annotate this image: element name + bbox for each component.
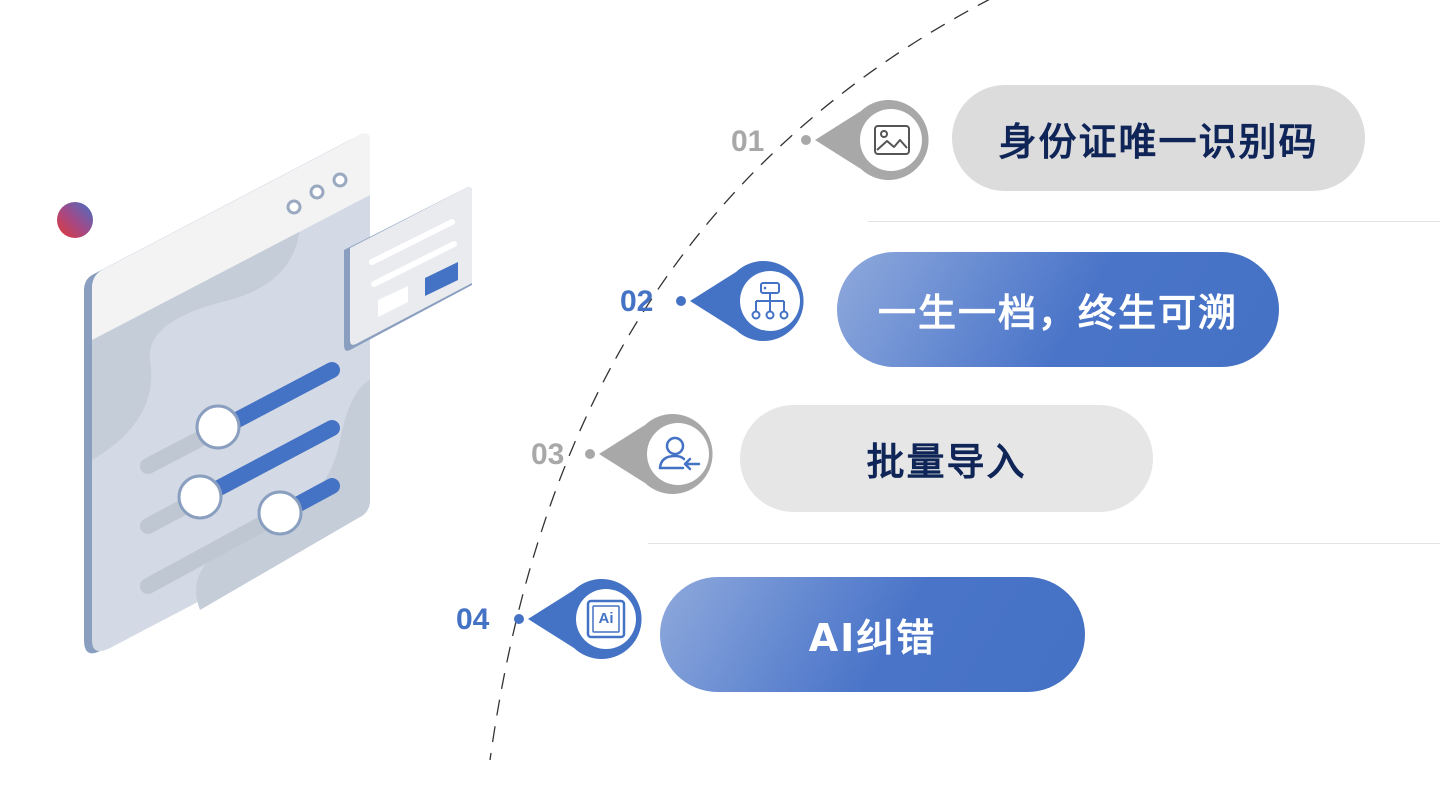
item-number-01: 01 — [731, 125, 765, 158]
pin-marker-02 — [676, 261, 804, 341]
ai-icon-label: Ai — [598, 610, 614, 627]
settings-illustration — [57, 133, 472, 654]
separator-line-2 — [648, 543, 1440, 544]
decorative-ball — [57, 202, 93, 238]
pin-marker-04 — [514, 579, 642, 659]
user-import-icon — [658, 436, 701, 471]
feature-pill-03: 批量导入 — [740, 405, 1153, 512]
feature-pill-04: AI纠错 — [660, 577, 1085, 692]
feature-pill-02: 一生一档，终生可溯 — [837, 252, 1279, 367]
feature-pill-01: 身份证唯一识别码 — [952, 85, 1365, 191]
separator-line-1 — [868, 221, 1440, 222]
ai-icon — [586, 599, 626, 639]
hierarchy-icon — [751, 282, 789, 320]
item-number-03: 03 — [531, 438, 565, 471]
item-number-04: 04 — [456, 603, 490, 636]
pin-marker-03 — [585, 414, 713, 494]
image-icon — [874, 125, 910, 155]
pin-marker-01 — [801, 100, 929, 180]
item-number-02: 02 — [620, 285, 654, 318]
